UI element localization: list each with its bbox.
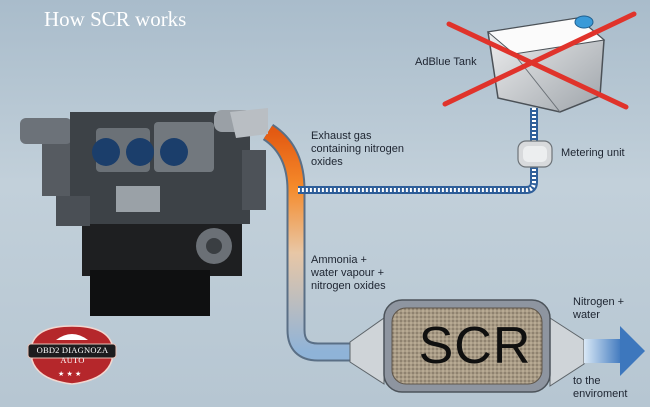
watermark-text: OBD2 DIAGNOZA AUTO bbox=[36, 345, 109, 365]
scr-label: SCR bbox=[418, 317, 532, 375]
dosing-line bbox=[298, 108, 538, 194]
environment-label: to the enviroment bbox=[573, 375, 627, 401]
metering-unit-label: Metering unit bbox=[561, 147, 625, 159]
page-title: How SCR works bbox=[44, 7, 187, 31]
watermark: OBD2 DIAGNOZA AUTO bbox=[25, 322, 120, 384]
environment-line-1: to the bbox=[573, 375, 601, 387]
scr-catalyst bbox=[349, 299, 585, 393]
svg-text:★ ★ ★: ★ ★ ★ bbox=[58, 370, 81, 378]
nitrogen-water-label: Nitrogen + water bbox=[573, 296, 624, 322]
engine bbox=[20, 108, 268, 316]
exhaust-gas-line-2: containing nitrogen bbox=[311, 143, 404, 155]
adblue-tank bbox=[486, 15, 606, 113]
ammonia-line-2: water vapour + bbox=[311, 267, 385, 279]
watermark-badge: ★ ★ ★ bbox=[27, 325, 117, 385]
adblue-tank-label: AdBlue Tank bbox=[415, 56, 477, 68]
exhaust-gas-label: Exhaust gas containing nitrogen oxides bbox=[311, 130, 404, 169]
exhaust-gas-line-1: Exhaust gas bbox=[311, 130, 372, 142]
metering-unit bbox=[517, 140, 553, 168]
red-cross-icon bbox=[442, 11, 637, 110]
outlet-arrow bbox=[584, 326, 645, 376]
nitrogen-water-line-2: water bbox=[573, 309, 600, 321]
exhaust-gas-line-3: oxides bbox=[311, 156, 343, 168]
exhaust-pipe bbox=[262, 124, 380, 362]
ammonia-label: Ammonia + water vapour + nitrogen oxides bbox=[311, 254, 386, 293]
ammonia-line-3: nitrogen oxides bbox=[311, 280, 386, 292]
environment-line-2: enviroment bbox=[573, 388, 628, 400]
nitrogen-water-line-1: Nitrogen + bbox=[573, 296, 625, 308]
ammonia-line-1: Ammonia + bbox=[311, 254, 367, 266]
